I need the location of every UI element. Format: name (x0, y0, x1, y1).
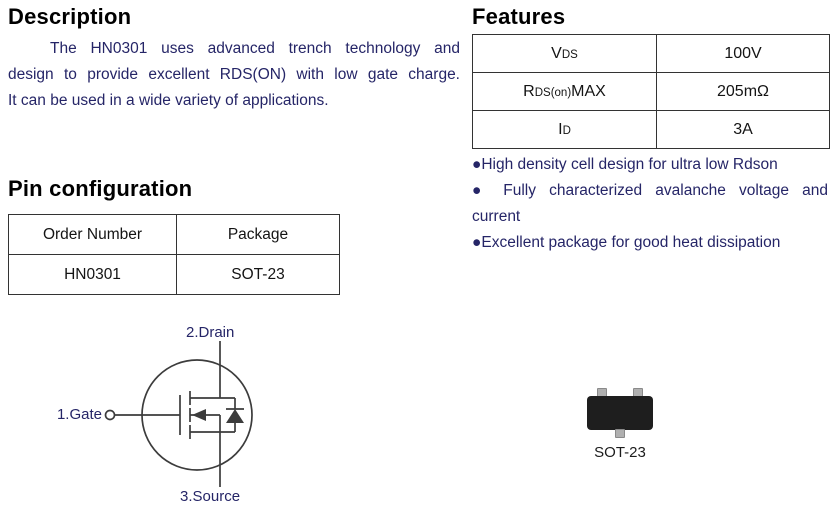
param-sub: D (562, 124, 571, 137)
rdson-value-cell: 205mΩ (656, 72, 830, 111)
param-sub: DS(on) (534, 86, 572, 99)
pin-configuration-heading: Pin configuration (8, 176, 193, 201)
features-heading: Features (472, 4, 566, 29)
source-label: 3.Source (180, 488, 241, 505)
gate-label: 1.Gate (56, 406, 102, 423)
channel-arrow (192, 409, 206, 421)
gate-terminal-circle (104, 409, 116, 421)
order-number-header-cell: Order Number (8, 214, 177, 255)
mosfet-symbol (104, 341, 253, 487)
pin-table-row: HN0301 SOT-23 (8, 254, 340, 295)
pin-table-header-row: Order Number Package (8, 214, 340, 255)
features-bullet-list: ●High density cell design for ultra low … (472, 152, 828, 256)
drain-label: 2.Drain (186, 324, 235, 341)
param-tail: MAX (571, 82, 606, 100)
features-table-row: ID 3A (472, 110, 830, 149)
param-sub: DS (561, 48, 578, 61)
description-line: It can be used in a wide variety of appl… (8, 92, 329, 109)
id-param-cell: ID (472, 110, 657, 149)
param-main: V (551, 44, 562, 62)
param-main: I (558, 120, 563, 138)
order-number-cell: HN0301 (8, 254, 177, 295)
body-diode-triangle (226, 409, 244, 423)
package-caption: SOT-23 (594, 444, 646, 461)
feature-bullet-line: current (472, 208, 521, 225)
id-value-cell: 3A (656, 110, 830, 149)
package-cell: SOT-23 (176, 254, 340, 295)
description-heading: Description (8, 4, 132, 29)
description-paragraph: The HN0301 uses advanced trench technolo… (8, 36, 460, 114)
vds-value-cell: 100V (656, 34, 830, 73)
package-header-cell: Package (176, 214, 340, 255)
features-table-row: RDS(on)MAX 205mΩ (472, 72, 830, 111)
sot23-package-graphic: SOT-23 (555, 378, 685, 470)
mosfet-symbol-svg (104, 341, 253, 487)
features-table: VDS 100V RDS(on)MAX 205mΩ ID 3A (472, 34, 830, 149)
rdson-param-cell: RDS(on)MAX (472, 72, 657, 111)
description-line: design to provide excellent RDS(ON) with… (8, 66, 460, 83)
package-body (587, 396, 653, 430)
package-lead-bottom (615, 429, 625, 438)
description-line: The HN0301 uses advanced trench technolo… (50, 40, 460, 57)
feature-bullet-line: ● Fully characterized avalanche voltage … (472, 182, 828, 199)
feature-bullet-line: ●High density cell design for ultra low … (472, 156, 778, 173)
mosfet-schematic: 2.Drain 1.Gate 3.Source (30, 325, 330, 507)
param-main: R (523, 82, 535, 100)
feature-bullet-line: ●Excellent package for good heat dissipa… (472, 234, 781, 251)
features-table-row: VDS 100V (472, 34, 830, 73)
vds-param-cell: VDS (472, 34, 657, 73)
pin-configuration-table: Order Number Package HN0301 SOT-23 (8, 214, 340, 295)
